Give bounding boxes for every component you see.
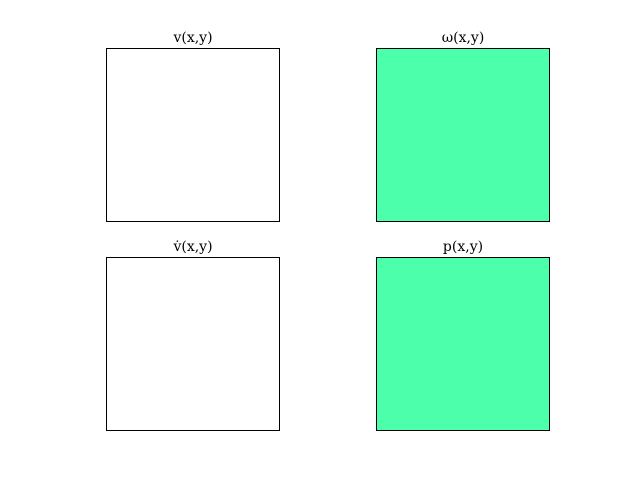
acceleration-panel — [106, 257, 280, 431]
vorticity-panel — [376, 48, 550, 222]
vorticity-panel-title: ω(x,y) — [441, 30, 485, 46]
acceleration-panel-title: v̇(x,y) — [173, 239, 213, 255]
velocity-panel — [106, 48, 280, 222]
velocity-panel-title: v(x,y) — [173, 30, 213, 46]
pressure-panel — [376, 257, 550, 431]
pressure-panel-title: p(x,y) — [442, 239, 484, 255]
